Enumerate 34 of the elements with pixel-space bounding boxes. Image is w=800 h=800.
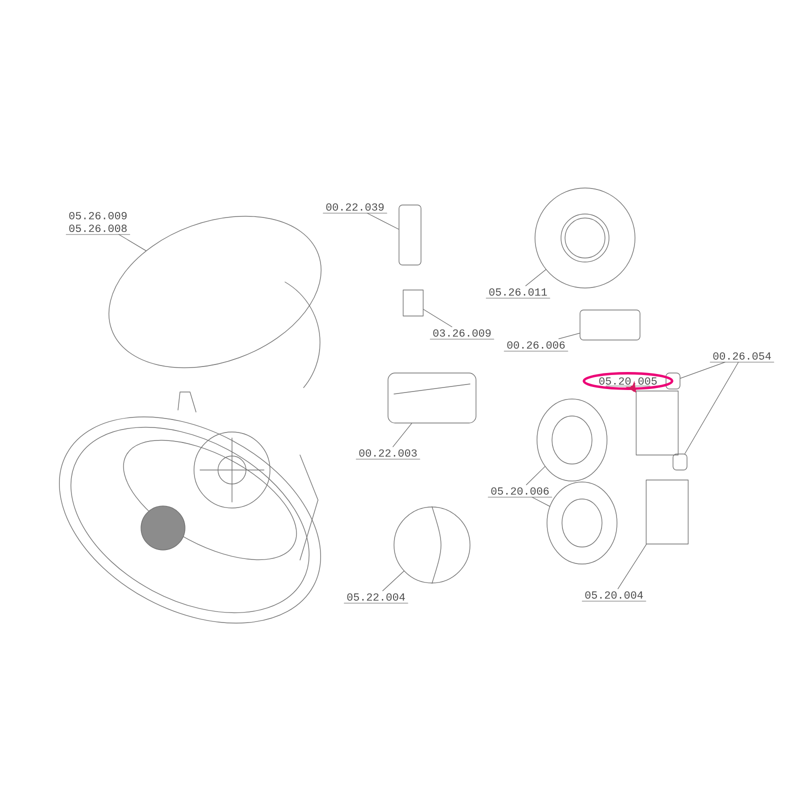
cylinder-part (636, 390, 679, 456)
leader-line (366, 212, 399, 230)
part-number: 00.22.039 (322, 203, 388, 214)
ring-drawing (536, 398, 608, 482)
leader-line (525, 269, 546, 286)
leader-line (532, 496, 550, 507)
part-number: 05.26.011 (486, 288, 550, 298)
part-number: 05.22.004 (344, 593, 408, 604)
lamp-box-drawing (388, 372, 476, 424)
leader-line (558, 332, 580, 340)
part-number: 00.26.054 (710, 352, 774, 362)
fog-lamp-drawing (394, 506, 470, 584)
part-number: 00.26.006 (504, 341, 568, 352)
part-number: 00.22.003 (356, 449, 420, 460)
leader-line (680, 362, 726, 379)
box-part (672, 454, 688, 470)
leader-line (526, 466, 546, 486)
lamp-drawing (534, 188, 636, 288)
leader-line (118, 234, 146, 251)
part-number: 03.26.009 (430, 329, 494, 340)
cylinder-part (402, 290, 424, 316)
leader-line (382, 570, 404, 592)
box-part (398, 204, 422, 266)
cylinder-part (646, 480, 689, 544)
leader-line (618, 544, 647, 590)
box-part (666, 372, 680, 390)
leader-line (392, 423, 412, 448)
highlighted-part-number: 05.20.005 (582, 372, 674, 390)
part-number: 05.20.006 (488, 487, 552, 498)
leader-line (684, 362, 739, 454)
part-number: 05.20.004 (582, 591, 646, 602)
part-number: 05.26.009 05.26.008 (66, 212, 130, 235)
leader-line (423, 309, 452, 328)
box-part (580, 310, 640, 340)
